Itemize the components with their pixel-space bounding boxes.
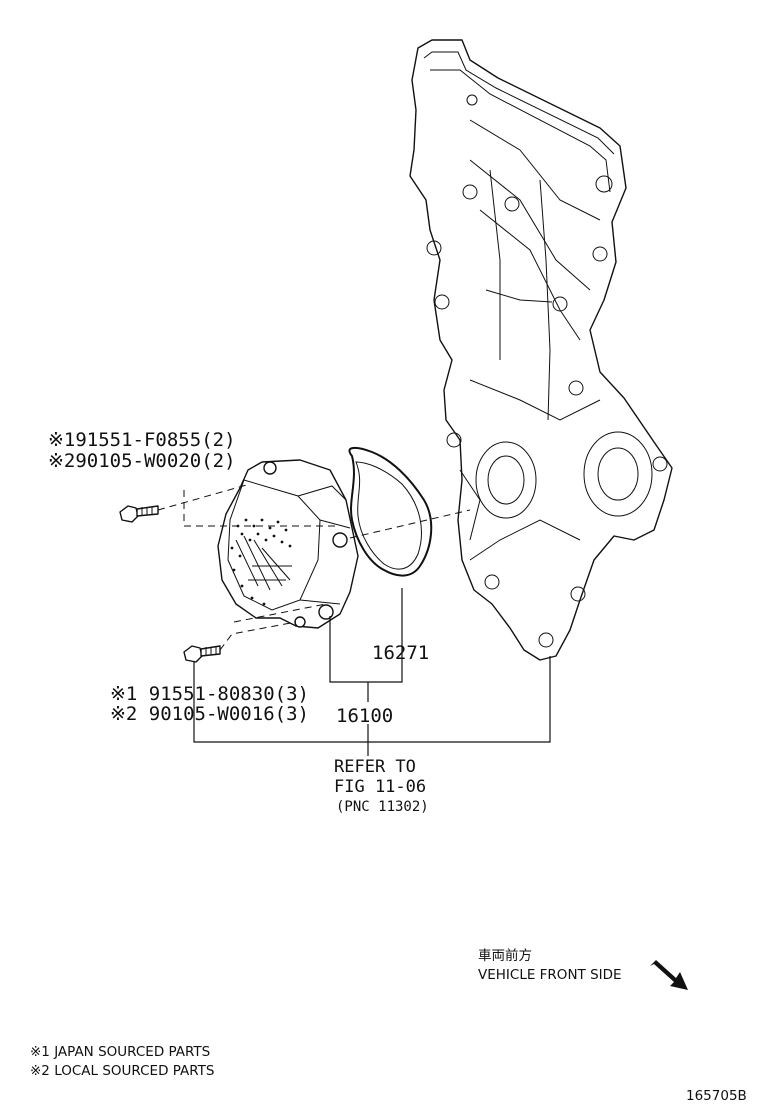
- leader-lines: [193, 588, 551, 756]
- impeller-fins: [230, 518, 292, 606]
- pnc-reference: (PNC 11302): [336, 799, 429, 815]
- pump-assembly-part-number: 16100: [336, 705, 393, 727]
- upper-bolt: [119, 505, 159, 523]
- water-pump-assembly: [217, 459, 359, 629]
- assembly-lines: [157, 483, 471, 651]
- gasket-part-number: 16271: [372, 642, 429, 664]
- illustration-id: 165705B: [686, 1088, 747, 1104]
- footnote-local-sourced: ※2 LOCAL SOURCED PARTS: [30, 1063, 215, 1079]
- upper-bolt-part-number-1: ※191551-F0855(2): [48, 429, 236, 451]
- vehicle-front-label-jp: 車両前方: [478, 947, 532, 964]
- lower-bolt-part-number-1: ※1 91551-80830(3): [110, 683, 309, 705]
- refer-to-label: REFER TO: [334, 757, 416, 777]
- timing-chain-cover: [409, 39, 673, 661]
- direction-arrow-icon: [650, 960, 688, 990]
- upper-bolt-part-number-2: ※290105-W0020(2): [48, 450, 236, 472]
- lower-bolt: [183, 645, 221, 663]
- figure-reference: FIG 11-06: [334, 777, 426, 797]
- water-pump-gasket: [348, 446, 433, 577]
- lower-bolt-part-number-2: ※2 90105-W0016(3): [110, 703, 309, 725]
- footnote-japan-sourced: ※1 JAPAN SOURCED PARTS: [30, 1044, 210, 1060]
- vehicle-front-label-en: VEHICLE FRONT SIDE: [478, 967, 622, 983]
